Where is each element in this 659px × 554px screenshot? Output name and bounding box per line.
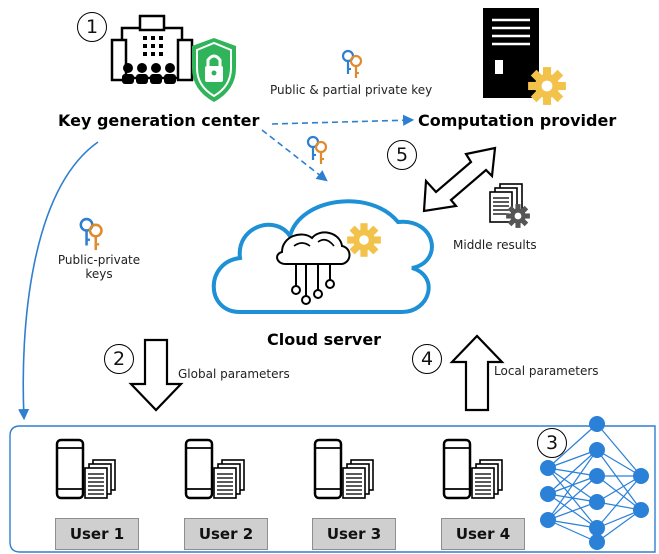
key-distribution-arrow [261, 129, 328, 182]
public-private-keys-label: Public-private keys [44, 253, 154, 281]
global-parameters-label: Global parameters [178, 367, 290, 381]
global-parameters-arrow [128, 338, 184, 412]
step-number-1: 1 [77, 12, 107, 42]
key-pair-icon [341, 49, 363, 80]
cloud-brain-gear-icon [211, 199, 434, 314]
user-label-4: User 4 [441, 518, 525, 550]
building-shield-lock-icon [110, 14, 236, 102]
key-distribution-arrow [18, 141, 99, 421]
step-number-2: 2 [104, 344, 134, 374]
cloud-server-label: Cloud server [267, 330, 382, 349]
user-label-2: User 2 [184, 518, 268, 550]
step-number-4: 4 [412, 344, 442, 374]
local-parameters-label: Local parameters [494, 364, 599, 378]
public-private-line1: Public-private [57, 253, 141, 267]
users-panel [9, 425, 656, 553]
phone-documents-icon [442, 438, 504, 500]
public-private-line2: keys [85, 267, 113, 281]
exchange-arrow [422, 146, 497, 213]
phone-documents-icon [313, 438, 375, 500]
public-partial-key-label: Public & partial private key [270, 83, 433, 97]
local-parameters-arrow [449, 334, 505, 412]
neural-network-icon [540, 416, 649, 550]
step-number-5: 5 [387, 140, 417, 170]
provider-label: Computation provider [418, 111, 617, 130]
step-number-3: 3 [537, 428, 567, 458]
phone-documents-icon [184, 438, 246, 500]
key-distribution-arrow [271, 114, 415, 126]
key-pair-icon [79, 217, 103, 252]
user-label-1: User 1 [55, 518, 139, 550]
key-pair-icon [306, 135, 328, 166]
user-label-3: User 3 [312, 518, 396, 550]
server-gear-icon [483, 8, 566, 105]
middle-results-label: Middle results [453, 238, 537, 252]
phone-documents-icon [55, 438, 117, 500]
documents-gear-icon [489, 183, 530, 228]
kgc-label: Key generation center [58, 111, 260, 130]
